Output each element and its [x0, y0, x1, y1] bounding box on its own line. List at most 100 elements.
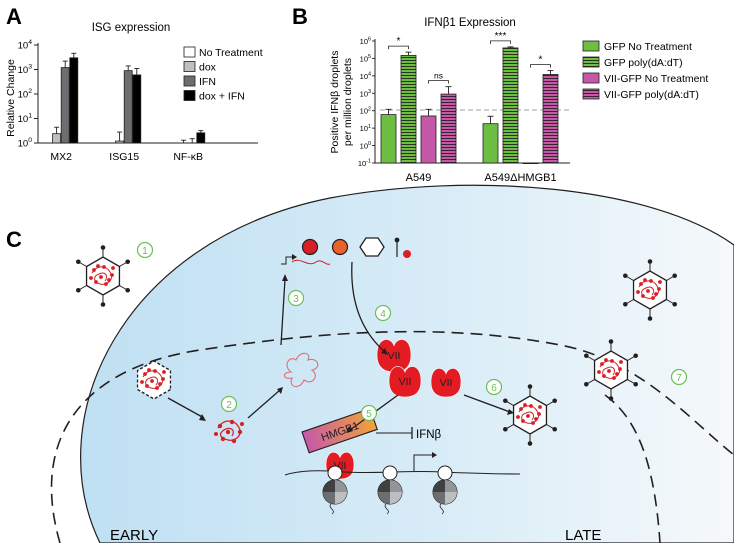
histone-quadrant: [433, 492, 445, 504]
legend-swatch: [183, 90, 196, 101]
genome-strand: [518, 405, 540, 424]
protein-product-icon: [301, 238, 319, 256]
genome-strand: [638, 280, 660, 299]
genome-bead: [150, 379, 154, 383]
significance-label: *: [539, 55, 543, 66]
virion-icon: [584, 339, 638, 401]
y-tick-label: 105: [360, 54, 371, 63]
virion-icon: [503, 384, 557, 446]
chart-a-title: ISG expression: [92, 22, 171, 34]
bar: [400, 54, 417, 164]
x-tick-label: A549: [406, 172, 432, 184]
legend-swatch: [183, 46, 196, 58]
fiber-knob: [76, 259, 81, 265]
panel-a-label: A: [6, 4, 22, 29]
histone-tail-icon: [382, 465, 398, 481]
bar: [123, 70, 133, 144]
protein-vii-icon: [376, 339, 412, 373]
fiber-knob: [76, 287, 81, 293]
genome-bead: [110, 273, 114, 277]
y-tick-label: 106: [360, 37, 371, 46]
fiber-knob: [503, 398, 508, 404]
legend-swatch: [582, 88, 600, 100]
genome-bead: [526, 414, 530, 418]
bar: [542, 74, 559, 164]
chart-b-ylabel-line2: per million droplets: [342, 58, 354, 146]
genome-bead: [610, 359, 614, 363]
genome-bead: [649, 279, 653, 283]
fiber-knob: [623, 273, 628, 279]
virion-entry-icon: [136, 360, 172, 400]
genome-bead: [96, 264, 100, 268]
chart-b-title: IFNβ1 Expression: [424, 17, 516, 29]
chart-b-ylabel-line1: Positive IFNβ droplets: [329, 51, 341, 154]
genome-bead: [639, 282, 643, 286]
chart-b-bars: [380, 46, 559, 165]
genome-bead: [102, 265, 106, 269]
capsid-protein-icon: [359, 237, 385, 257]
pathway-arrows: [167, 261, 511, 431]
genome-bead: [92, 268, 96, 272]
step-circle-icon: [136, 241, 154, 259]
significance-bracket: [530, 64, 551, 68]
genome-bead: [104, 282, 108, 286]
genome-bead: [516, 415, 520, 419]
fiber-knob: [100, 245, 106, 250]
step-number: 5: [366, 409, 372, 420]
genome-bead: [619, 360, 623, 364]
fiber-knob: [552, 426, 557, 432]
legend-label: No Treatment: [199, 47, 263, 59]
genome-bead: [615, 372, 619, 376]
bar: [380, 114, 397, 164]
genome-bead: [94, 280, 98, 284]
legend-label: VII-GFP poly(dA:dT): [604, 89, 699, 101]
bar: [482, 123, 499, 164]
mrna-icon: [291, 259, 331, 265]
step-number: 6: [491, 383, 497, 394]
legend-label: VII-GFP No Treatment: [604, 73, 708, 85]
histone-quadrant: [433, 480, 445, 492]
legend-label: dox: [199, 62, 217, 74]
histone-tail: [329, 503, 334, 515]
fiber-knob: [633, 381, 638, 387]
genome-bead: [597, 370, 601, 374]
fiber-knob: [647, 316, 653, 321]
fiber-knob: [552, 398, 557, 404]
histone-tail: [439, 503, 444, 515]
transcription-arrowhead-icon: [292, 254, 297, 260]
protein-vii-label: VII: [388, 350, 401, 362]
genome-bead: [646, 289, 650, 293]
bar: [115, 140, 124, 144]
legend-label: GFP poly(dA:dT): [604, 57, 683, 69]
y-tick-label: 104: [360, 71, 371, 80]
genome-bead: [89, 276, 93, 280]
genome-bead: [145, 384, 149, 388]
late-label: LATE: [565, 527, 601, 543]
capsid-shell: [85, 256, 121, 296]
histone-quadrant: [335, 492, 347, 504]
bar: [132, 74, 142, 144]
histone-quadrant: [323, 480, 335, 492]
step-circle-icon: [287, 289, 305, 307]
transcription-start-icon: [281, 256, 292, 265]
genome-strand: [599, 360, 621, 379]
histone-tail: [384, 503, 389, 515]
ifnb-promoter-icon: [413, 454, 432, 471]
genome-bead: [111, 266, 115, 270]
genome-bead: [143, 372, 147, 376]
significance-label: ***: [495, 31, 507, 42]
histone-quadrant: [323, 492, 335, 504]
fiber-knob: [672, 273, 677, 279]
genome-bead: [654, 292, 658, 296]
step-circle-icon: [374, 304, 392, 322]
panel-a: A ISG expression Relative Change 1001011…: [5, 4, 263, 163]
bar: [502, 47, 519, 164]
genome-strand: [91, 266, 113, 285]
protein-vii-icon: [388, 366, 422, 398]
legend-label: IFN: [199, 76, 216, 88]
histone-tail-icon: [437, 465, 453, 481]
chart-b-significance: *ns****: [388, 31, 551, 84]
step-number: 7: [676, 373, 682, 384]
bar: [440, 93, 457, 164]
